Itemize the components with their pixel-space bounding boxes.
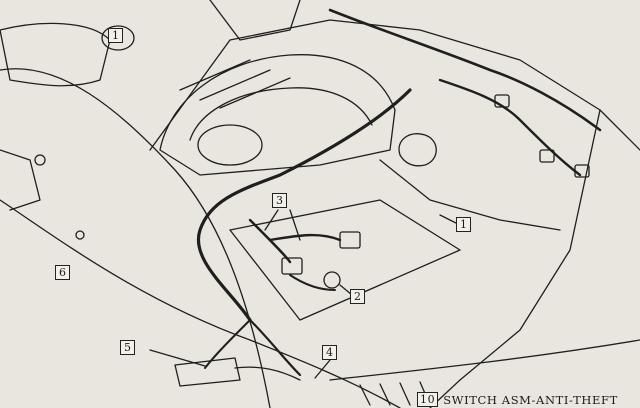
upper-left-component	[0, 22, 111, 87]
callout-3: 3	[272, 193, 287, 208]
lamp-housing	[159, 54, 396, 176]
left-panel-line	[0, 199, 401, 408]
lamp-inner	[189, 87, 373, 141]
part-caption: 10 SWITCH ASM-ANTI-THEFT	[417, 392, 618, 407]
switch-plate	[229, 199, 461, 321]
callout-1-right: 1	[456, 217, 471, 232]
left-bolt	[75, 230, 85, 240]
body-panel-outline	[149, 19, 640, 151]
harness-main	[196, 88, 412, 322]
switch-lead	[234, 366, 301, 381]
connector-mid-right	[539, 149, 555, 163]
connector-left	[281, 257, 303, 275]
upper-reservoir	[101, 25, 135, 51]
callout-2: 2	[350, 289, 365, 304]
callout-5: 5	[120, 340, 135, 355]
fender-top-edge	[0, 68, 271, 408]
caption-text: SWITCH ASM-ANTI-THEFT	[443, 392, 618, 407]
leader-3	[264, 209, 301, 241]
caption-number: 10	[417, 392, 439, 407]
callout-1-top: 1	[108, 28, 123, 43]
grommet	[323, 271, 341, 289]
connector-upper-right	[494, 94, 510, 108]
switch-wire-a	[248, 218, 292, 264]
connector-far-right	[574, 164, 590, 178]
lower-body-line	[329, 339, 640, 381]
leader-5	[149, 349, 206, 367]
housing-ribs	[179, 59, 291, 109]
harness-branch-right	[438, 78, 582, 177]
lamp-bulb	[197, 124, 263, 166]
anti-theft-switch	[174, 357, 241, 387]
hood-edge	[379, 159, 561, 231]
right-panel-edge	[429, 109, 601, 408]
switch-wire-c	[289, 274, 336, 291]
harness-branch-left	[204, 319, 251, 369]
leader-4	[314, 359, 331, 379]
callout-6: 6	[55, 265, 70, 280]
connector-right	[339, 231, 361, 249]
grille-slats	[359, 381, 431, 406]
harness-upper	[328, 8, 602, 132]
horn-shape	[398, 133, 437, 167]
upper-bracket	[209, 0, 301, 41]
left-fastener	[34, 154, 46, 166]
callout-4: 4	[322, 345, 337, 360]
left-bracket	[0, 149, 41, 211]
switch-wire-b	[268, 233, 342, 242]
harness-branch-lower	[248, 318, 302, 377]
